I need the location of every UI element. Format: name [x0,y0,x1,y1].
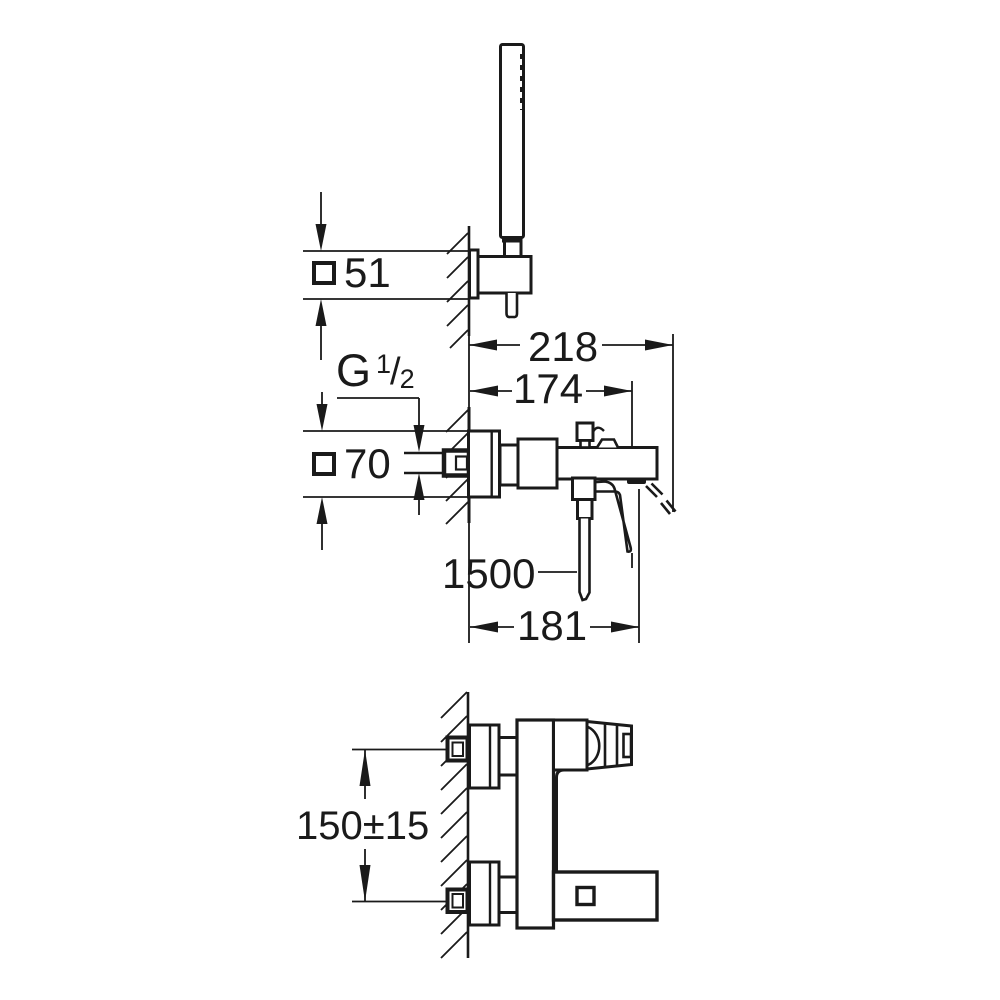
connection-nut-top-inner [451,741,464,757]
mixer-body-front [515,718,556,930]
dim-1500-label: 1500 [442,553,535,595]
control-knob [575,421,595,442]
supply-pipe [404,451,444,475]
hand-shower-view [468,43,533,319]
connection-nut-bottom-inner [451,893,464,909]
control-knob-neck [579,439,591,449]
body-step-line [555,768,587,871]
dim-1500-value: 1500 [442,550,536,597]
mixer-mounting-view [445,718,659,930]
connector-bottom [497,875,519,914]
wall-hatching-bottom [440,691,468,959]
escutcheon-top [468,723,501,790]
dim-g12-leader [337,397,420,515]
dim-70-value: 70 [344,440,391,487]
square-profile-icon [312,452,336,476]
handle-section-lines [603,723,619,767]
dim-51-extension-lines [303,250,468,300]
dim-51-value: 51 [344,249,391,296]
water-stream-marks [645,482,677,515]
dim-150-value: 150±15 [296,804,430,848]
dim-51-label: 51 [312,252,391,294]
hose-fitting [576,498,594,520]
valve-block-side [516,437,559,490]
thread-slash: / [390,351,401,393]
cartridge-housing [552,718,589,772]
escutcheon-side [467,429,501,499]
connector-top [497,736,519,777]
wall-hatching-top [446,232,469,349]
shower-hose [578,518,591,602]
hand-shower-connector-band [502,236,523,243]
hand-shower-stick [499,43,525,239]
thread-numerator: 1 [376,349,392,379]
holder-hose-stub [505,293,519,319]
dim-174-label: 174 [513,368,583,410]
dimension-arrowheads [315,224,673,902]
thread-denominator: 2 [399,364,415,394]
dim-70-label: 70 [312,443,391,485]
square-profile-icon [312,261,336,285]
mixer-side-view [404,421,677,602]
dim-174-value: 174 [513,365,584,412]
supply-nut-inner [454,455,469,471]
holder-body [476,255,533,295]
dim-150-extension-lines [352,748,447,903]
dim-181-label: 181 [517,605,587,647]
thread-letter: G [336,345,372,396]
dim-218-value: 218 [528,323,599,370]
lever-pivot-hump [595,438,620,449]
escutcheon-bottom [468,860,501,927]
lever-tip-arc [591,426,605,433]
outlet-aerator [627,477,646,484]
dim-70-extension-lines [303,430,468,498]
handle-dome-arc [587,725,601,767]
dim-218-label: 218 [528,326,598,368]
spout [551,870,659,922]
mixer-body-side [555,446,659,481]
dim-150-label: 150±15 [296,806,429,846]
spout-square-opening [575,885,596,907]
hose-nut [571,476,597,501]
connector-side [498,443,520,487]
dimension-lines [303,192,674,903]
dim-181-value: 181 [517,602,588,649]
handle-end-inset [622,732,633,759]
